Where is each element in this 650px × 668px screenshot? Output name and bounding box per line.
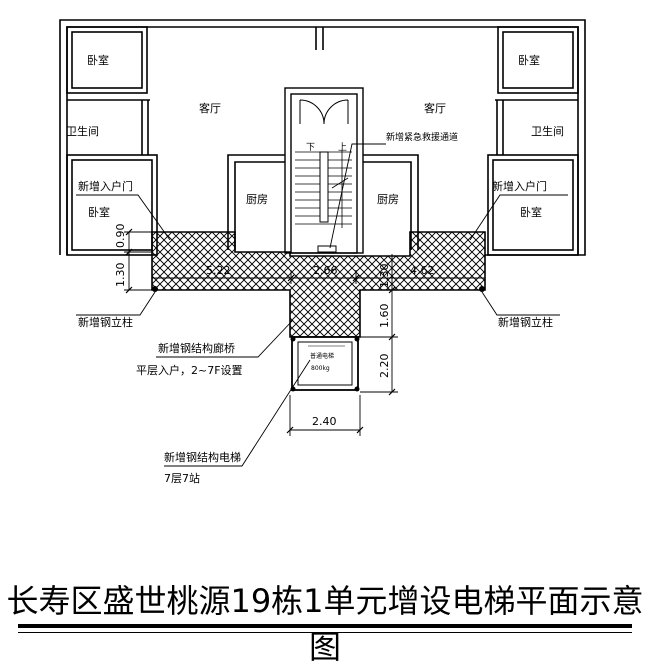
stair-down-label: 下 [306, 143, 315, 153]
dim-1-60: 1.60 [378, 304, 391, 329]
elevator-structure-note: 新增钢结构电梯 [164, 450, 241, 464]
dim-2-66: 2.66 [313, 264, 338, 277]
new-entry-door-note-e: 新增入户门 [492, 179, 547, 193]
room-label-bedroom-nw: 卧室 [87, 53, 109, 67]
new-entry-door-note-w: 新增入户门 [78, 179, 133, 193]
new-steel-column-note-w: 新增钢立柱 [78, 315, 133, 329]
steel-column-markers [152, 286, 485, 392]
floor-plan: 卧室 卧室 客厅 客厅 卫生间 卫生间 厨房 厨房 卧室 卧室 下 上 新增紧急… [59, 19, 586, 485]
dim-1-30-left: 1.30 [114, 263, 127, 288]
room-label-bedroom-ne: 卧室 [518, 53, 540, 67]
room-label-bedroom-se: 卧室 [520, 205, 542, 219]
dim-0-90: 0.90 [114, 224, 127, 249]
leader-lines [76, 143, 568, 467]
title-underline-thick [18, 624, 632, 628]
elevator-shaft [291, 336, 359, 391]
room-label-living-w: 客厅 [199, 101, 221, 115]
corridor-bridge-sub-note: 平层入户，2~7F设置 [136, 363, 243, 377]
room-label-living-e: 客厅 [424, 101, 446, 115]
dim-2-20: 2.20 [378, 354, 391, 379]
room-label-bedroom-sw: 卧室 [88, 205, 110, 219]
elevator-type-label: 普通电梯 [310, 352, 334, 360]
elevator-capacity-label: 800kg [311, 365, 330, 372]
room-label-bath-w: 卫生间 [66, 124, 99, 138]
dim-5-22: 5.22 [206, 264, 231, 277]
dimension-ticks [125, 228, 396, 434]
stair-up-label: 上 [338, 142, 347, 153]
room-label-kitchen-e: 厨房 [377, 193, 399, 206]
title-underline-thin [18, 632, 632, 633]
dim-1-30-mid: 1.30 [378, 264, 391, 289]
room-label-kitchen-w: 厨房 [246, 193, 268, 206]
emergency-passage-note: 新增紧急救援通道 [386, 131, 458, 143]
corridor-bridge-note: 新增钢结构廊桥 [158, 341, 235, 355]
corridor-bridge [151, 231, 486, 338]
dim-4-62: 4.62 [410, 264, 435, 277]
page-title: 长寿区盛世桃源19栋1单元增设电梯平面示意图 [6, 582, 644, 666]
dimension-lines [124, 231, 485, 436]
new-steel-column-note-e: 新增钢立柱 [498, 315, 553, 329]
room-label-bath-e: 卫生间 [531, 124, 564, 138]
elevator-stops-note: 7层7站 [164, 471, 200, 485]
dim-2-40: 2.40 [312, 415, 337, 428]
stairwell [284, 87, 364, 254]
